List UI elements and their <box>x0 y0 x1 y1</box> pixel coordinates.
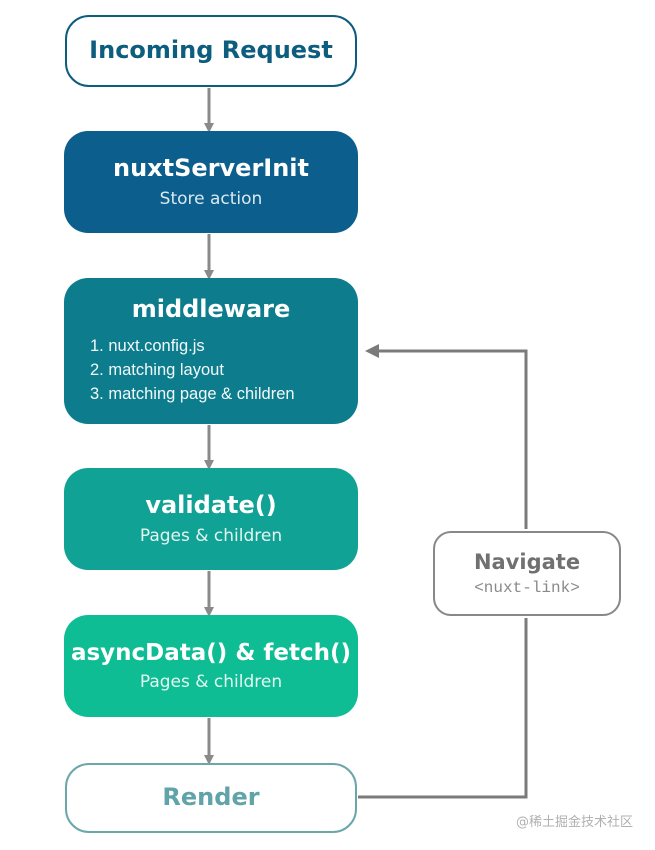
render-title: Render <box>162 783 260 812</box>
nuxt-server-init-subtitle: Store action <box>159 188 263 209</box>
navigate-subtitle: <nuxt-link> <box>474 578 580 597</box>
middleware-step: 3. matching page & children <box>90 384 295 403</box>
async-data-fetch-node: asyncData() & fetch() Pages & children <box>64 615 358 717</box>
nuxt-server-init-title: nuxtServerInit <box>113 154 309 183</box>
middleware-node: middleware 1. nuxt.config.js 2. matching… <box>64 278 358 424</box>
async-data-fetch-subtitle: Pages & children <box>139 672 283 693</box>
navigate-title: Navigate <box>473 550 581 575</box>
middleware-step: 1. nuxt.config.js <box>90 336 205 355</box>
incoming-request-node: Incoming Request <box>65 15 357 87</box>
validate-node: validate() Pages & children <box>64 468 358 570</box>
middleware-step: 2. matching layout <box>90 360 224 379</box>
loop-render-to-navigate <box>358 618 528 799</box>
loop-navigate-to-middleware <box>365 344 528 529</box>
render-node: Render <box>65 763 357 833</box>
navigate-node: Navigate <nuxt-link> <box>433 531 621 616</box>
incoming-request-title: Incoming Request <box>89 36 333 65</box>
validate-title: validate() <box>145 491 277 520</box>
nuxt-server-init-node: nuxtServerInit Store action <box>64 131 358 233</box>
async-data-fetch-title: asyncData() & fetch() <box>70 639 352 666</box>
middleware-steps: 1. nuxt.config.js 2. matching layout 3. … <box>64 334 358 406</box>
validate-subtitle: Pages & children <box>139 525 283 546</box>
middleware-title: middleware <box>131 295 291 323</box>
watermark: @稀土掘金技术社区 <box>515 815 633 830</box>
